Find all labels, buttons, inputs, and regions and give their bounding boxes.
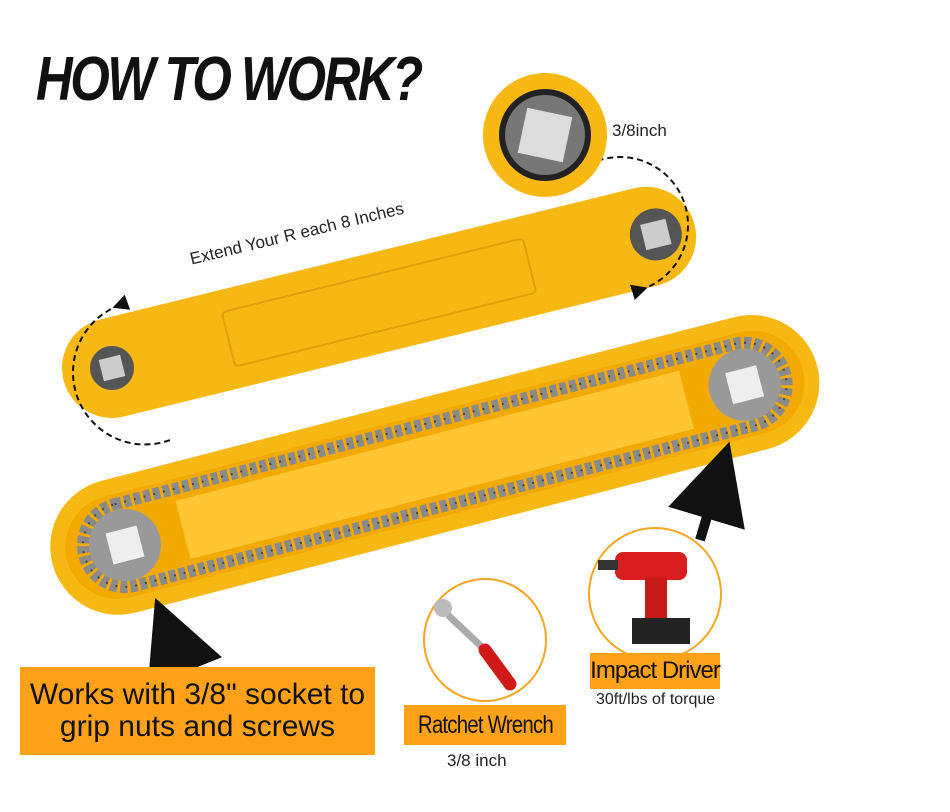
socket-closeup (483, 73, 607, 197)
socket-size-label: 3/8inch (612, 121, 667, 140)
ratchet-size-label: 3/8 inch (447, 751, 507, 770)
arrow-to-drive (668, 441, 745, 542)
rotate-arrow-right (599, 155, 690, 301)
top-wrench (62, 186, 697, 418)
ratchet-label: Ratchet Wrench (417, 711, 553, 739)
ratchet-label-box: Ratchet Wrench (404, 705, 566, 745)
works-with-banner: Works with 3/8" socket to grip nuts and … (20, 667, 375, 755)
page-title: HOW TO WORK? (36, 45, 423, 114)
impact-driver-image (588, 527, 722, 661)
torque-label: 30ft/lbs of torque (596, 691, 716, 708)
ratchet-image (423, 578, 547, 702)
chain-wrench (50, 315, 820, 615)
impact-driver-label: Impact Driver (590, 653, 721, 689)
rotate-arrow-left (72, 294, 171, 446)
